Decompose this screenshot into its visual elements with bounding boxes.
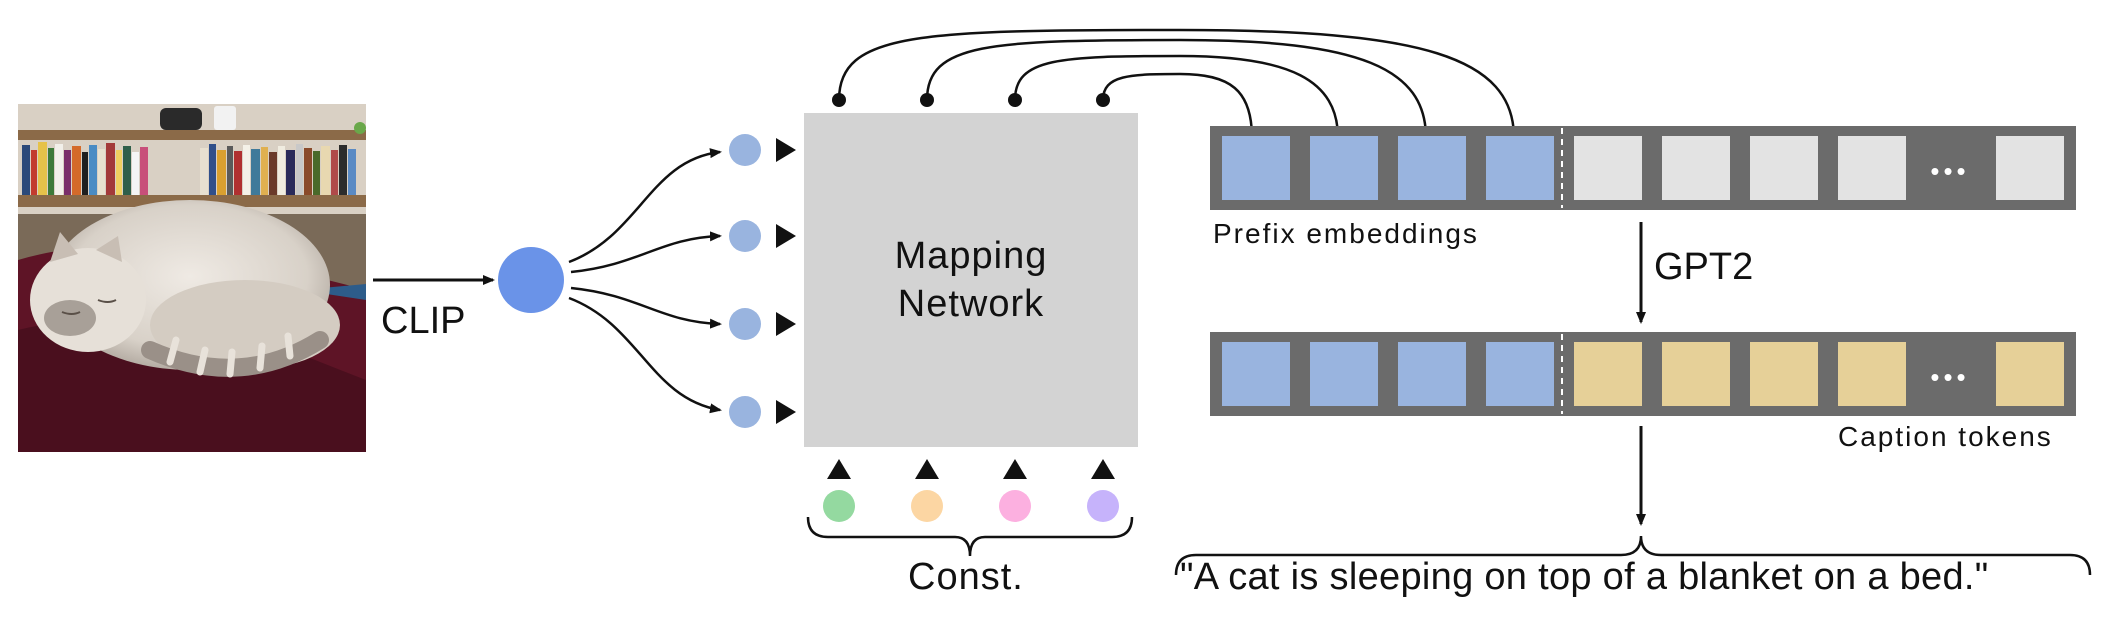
const-label: Const. bbox=[908, 556, 1024, 598]
token-cell bbox=[1662, 342, 1730, 406]
token-cell bbox=[1996, 136, 2064, 200]
prefix-embedding-cell bbox=[1310, 342, 1378, 406]
up-triangle-icon bbox=[1091, 459, 1115, 479]
right-triangle-icon bbox=[776, 312, 796, 336]
const-brace bbox=[806, 516, 1134, 557]
prefix-embedding-cell bbox=[1310, 136, 1378, 200]
token-cell bbox=[1750, 136, 1818, 200]
prefix-input-node bbox=[729, 308, 761, 340]
prefix-input-node bbox=[729, 396, 761, 428]
caption-brace bbox=[1174, 535, 2092, 576]
clip-embedding-node bbox=[498, 247, 564, 313]
constant-node bbox=[999, 490, 1031, 522]
output-caption: "A cat is sleeping on top of a blanket o… bbox=[1180, 556, 1989, 598]
prefix-skip-arrows bbox=[832, 28, 1519, 140]
prefix-embedding-cell bbox=[1398, 136, 1466, 200]
prefix-embedding-cell bbox=[1222, 136, 1290, 200]
up-triangle-icon bbox=[1003, 459, 1027, 479]
bookshelf-books-icon bbox=[22, 106, 366, 195]
token-cell bbox=[1838, 342, 1906, 406]
token-cell bbox=[1574, 342, 1642, 406]
right-triangle-icon bbox=[776, 224, 796, 248]
ellipsis-icon: ••• bbox=[1930, 362, 1969, 392]
caption-tokens-label: Caption tokens bbox=[1838, 421, 2053, 452]
prefix-embedding-cell bbox=[1222, 342, 1290, 406]
token-cell bbox=[1750, 342, 1818, 406]
prefix-embedding-cell bbox=[1398, 342, 1466, 406]
prefix-embeddings-label: Prefix embeddings bbox=[1213, 218, 1479, 249]
prefix-embeddings-row: ••• bbox=[1210, 126, 2076, 210]
token-cell bbox=[1662, 136, 1730, 200]
clip-label: CLIP bbox=[381, 300, 466, 342]
right-triangle-icon bbox=[776, 400, 796, 424]
up-triangle-icon bbox=[827, 459, 851, 479]
ellipsis-icon: ••• bbox=[1930, 156, 1969, 186]
mapping-network-line2: Network bbox=[897, 283, 1045, 325]
prefix-input-node bbox=[729, 220, 761, 252]
mapping-network-line1: Mapping bbox=[894, 235, 1048, 277]
up-triangle-icon bbox=[915, 459, 939, 479]
constant-node bbox=[1087, 490, 1119, 522]
mapping-input-nodes bbox=[729, 134, 796, 428]
constant-node bbox=[911, 490, 943, 522]
constant-inputs bbox=[823, 459, 1119, 522]
prefix-input-node bbox=[729, 134, 761, 166]
sleeping-cat-photo bbox=[18, 104, 366, 452]
token-cell bbox=[1574, 136, 1642, 200]
mapping-network-box bbox=[804, 113, 1138, 447]
right-triangle-icon bbox=[776, 138, 796, 162]
prefix-embedding-cell bbox=[1486, 342, 1554, 406]
embedding-fanout-arrows bbox=[568, 148, 722, 414]
gpt2-label: GPT2 bbox=[1654, 246, 1754, 288]
token-cell bbox=[1996, 342, 2064, 406]
prefix-embedding-cell bbox=[1486, 136, 1554, 200]
mapping-network-label: Mapping Network bbox=[804, 113, 1138, 447]
constant-node bbox=[823, 490, 855, 522]
token-cell bbox=[1838, 136, 1906, 200]
caption-tokens-row: ••• bbox=[1210, 332, 2076, 416]
